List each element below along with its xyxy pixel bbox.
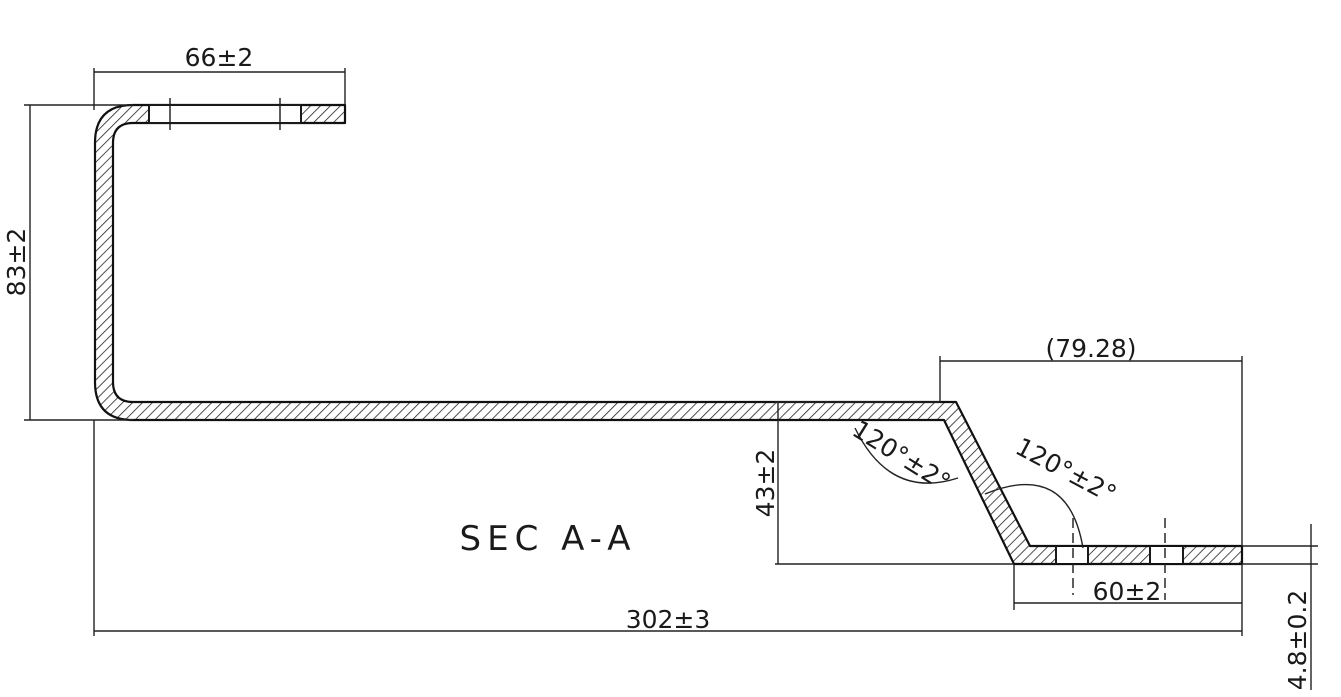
dim-bottom-flange: 60±2 (1013, 564, 1242, 610)
dim-label-left-height: 83±2 (2, 228, 31, 297)
dim-left-height: 83±2 (2, 104, 133, 421)
dim-label-top-flange: 66±2 (185, 43, 254, 72)
dim-thickness: 4.8±0.2 (1242, 524, 1318, 690)
hole-cutout-bottom-2 (1150, 547, 1183, 563)
dim-label-overall-length: 302±3 (626, 605, 711, 634)
dim-label-thickness: 4.8±0.2 (1283, 590, 1312, 690)
section-title: SEC A-A (460, 519, 637, 559)
dim-label-reference-length: (79.28) (1045, 334, 1136, 363)
dim-step-height: 43±2 (751, 401, 1014, 565)
dim-reference-length: (79.28) (939, 334, 1243, 546)
angle-label-upper: 120°±2° (847, 414, 955, 497)
hole-cutout-bottom-1 (1056, 547, 1088, 563)
dim-label-step-height: 43±2 (751, 449, 780, 518)
angle-label-lower: 120°±2° (1011, 432, 1121, 509)
hole-cutout-top (149, 106, 301, 122)
dim-label-bottom-flange: 60±2 (1093, 577, 1162, 606)
dim-top-flange: 66±2 (93, 43, 346, 110)
dim-overall-length: 302±3 (93, 420, 1243, 636)
angle-upper: 120°±2° (847, 414, 959, 497)
